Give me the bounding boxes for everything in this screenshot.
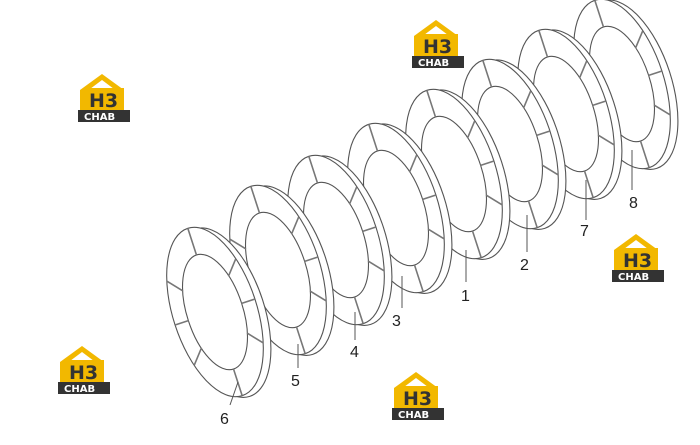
svg-text:CHAB: CHAB bbox=[64, 384, 95, 395]
svg-text:H3: H3 bbox=[89, 90, 118, 112]
svg-text:H3: H3 bbox=[623, 250, 652, 272]
callout-5: 5 bbox=[291, 373, 300, 390]
callout-3: 3 bbox=[392, 313, 401, 330]
leader-lines bbox=[229, 150, 633, 406]
svg-text:CHAB: CHAB bbox=[84, 112, 115, 123]
callout-2: 2 bbox=[520, 257, 529, 274]
callout-6: 6 bbox=[220, 411, 229, 428]
leader-line bbox=[229, 381, 239, 406]
callout-4: 4 bbox=[350, 344, 359, 361]
svg-text:H3: H3 bbox=[69, 362, 98, 384]
callout-7: 7 bbox=[580, 223, 589, 240]
svg-text:H3: H3 bbox=[403, 388, 432, 410]
svg-text:CHAB: CHAB bbox=[398, 410, 429, 421]
callout-1: 1 bbox=[461, 288, 470, 305]
callout-8: 8 bbox=[629, 195, 638, 212]
svg-text:H3: H3 bbox=[423, 36, 452, 58]
svg-text:CHAB: CHAB bbox=[618, 272, 649, 283]
svg-text:CHAB: CHAB bbox=[418, 58, 449, 69]
